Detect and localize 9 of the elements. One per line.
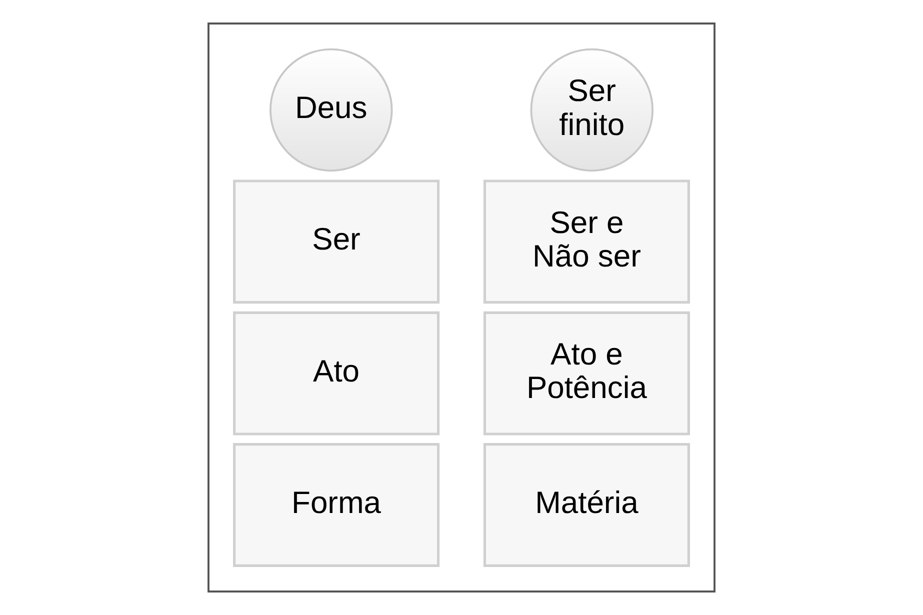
node-box: Ato e Potência <box>483 311 690 436</box>
node-circle: Deus <box>269 48 393 172</box>
node-box: Forma <box>233 443 440 567</box>
node-box: Matéria <box>483 443 690 567</box>
cluster <box>208 22 716 592</box>
node-box: Ser e Não ser <box>483 180 690 304</box>
node-circle: Ser finito <box>530 48 654 172</box>
node-box: Ato <box>233 311 440 436</box>
node-box: Ser <box>233 180 440 304</box>
